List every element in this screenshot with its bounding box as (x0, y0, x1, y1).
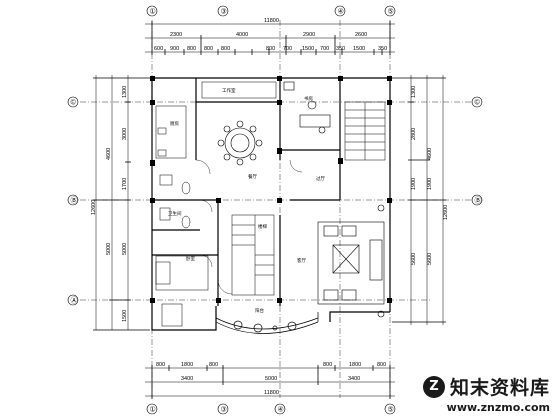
axis-label-3-bottom: ③ (221, 406, 227, 414)
bottom-dim-r1-2: 3400 (348, 376, 360, 382)
top-dim-r2-3: 800 (204, 46, 213, 52)
axis-label-c-right: © (475, 99, 481, 107)
room-label-hall: 过厅 (316, 175, 325, 182)
top-dim-r2-4: 800 (221, 46, 230, 52)
watermark: Z 知末资料库 www.znzmo.com (400, 373, 550, 414)
room-label-living: 客厅 (297, 257, 306, 264)
door-swings (195, 159, 303, 295)
bottom-dim-r2-5: 800 (377, 362, 386, 368)
right-dimensions (392, 75, 446, 325)
room-label-kitchen: 厨房 (170, 120, 179, 127)
right-dim-total: 12600 (443, 205, 449, 220)
axis-label-4-top: ④ (338, 8, 344, 16)
top-dim-r2-7: 1500 (302, 46, 314, 52)
right-dim-r2-1: 2800 (411, 128, 417, 140)
top-dim-r1-0: 2300 (170, 32, 182, 38)
top-dim-r1-3: 2600 (355, 32, 367, 38)
bottom-dim-r1-0: 3400 (181, 376, 193, 382)
watermark-brand: 知末资料库 (449, 377, 550, 399)
axis-bubbles (67, 5, 483, 415)
right-dim-r2-2: 1900 (411, 178, 417, 190)
axis-label-1-bottom: ① (150, 406, 156, 414)
top-dimension-text: 11800 2300 4000 2900 2600 600 900 800 80… (154, 18, 387, 52)
top-dim-r2-0: 600 (154, 46, 163, 52)
walls (151, 77, 391, 331)
top-dim-r2-1: 900 (170, 46, 179, 52)
room-label-balcony: 阳台 (255, 307, 264, 314)
top-dim-r2-5: 800 (266, 46, 275, 52)
axis-label-1-top: ① (150, 8, 156, 16)
study-desk (283, 81, 331, 134)
top-dim-r2-11: 350 (378, 46, 387, 52)
right-dim-r2-0: 1300 (411, 86, 417, 98)
bottom-dimension-text: 800 1800 800 800 1800 800 3400 5000 3400… (156, 362, 386, 396)
bottom-dim-r1-1: 5000 (265, 376, 277, 382)
top-dim-total: 11800 (264, 18, 279, 24)
room-label-bedroom: 卧室 (186, 255, 195, 262)
top-dim-r2-6: 700 (283, 46, 292, 52)
left-dim-r2-2: 1700 (122, 178, 128, 190)
room-labels: 厨房 餐厅 书房 过厅 卫生间 卧室 客厅 楼梯 工作室 阳台 (168, 87, 325, 314)
right-dim-r1-2: 5600 (427, 253, 433, 265)
axis-labels: ① ③ ④ ⑤ ① ③ ④ ⑤ © Ⓑ Ⓐ © Ⓑ (71, 8, 482, 414)
axis-label-4-bottom: ④ (278, 406, 284, 414)
left-dim-r2-1: 3000 (122, 128, 128, 140)
sofa-set (317, 204, 385, 318)
bottom-dim-r2-1: 1800 (181, 362, 193, 368)
left-dimensions (93, 75, 150, 331)
top-dim-r2-8: 700 (320, 46, 329, 52)
top-dim-r1-2: 2900 (303, 32, 315, 38)
axis-label-c-left: © (71, 99, 77, 107)
axis-label-b-left: Ⓑ (71, 197, 78, 205)
right-dim-r1-0: 4600 (427, 148, 433, 160)
top-dim-r2-10: 1500 (353, 46, 365, 52)
watermark-url: www.znzmo.com (446, 401, 550, 414)
axis-label-b-right: Ⓑ (475, 197, 482, 205)
room-label-study: 书房 (304, 95, 313, 102)
bottom-dim-r2-2: 800 (209, 362, 218, 368)
structural-columns (150, 76, 392, 303)
top-dim-r1-1: 4000 (236, 32, 248, 38)
right-dim-r1-1: 1900 (427, 178, 433, 190)
top-dim-r2-2: 800 (187, 46, 196, 52)
left-dim-total: 12600 (91, 200, 97, 215)
room-label-dining: 餐厅 (248, 173, 257, 180)
axis-label-a-left: Ⓐ (71, 297, 78, 305)
top-dimensions (145, 21, 395, 55)
bottom-dim-total: 11800 (264, 390, 279, 396)
staircase (231, 101, 386, 296)
axis-label-3-top: ③ (221, 8, 227, 16)
watermark-logo: Z (422, 375, 445, 398)
left-dim-r2-4: 1500 (122, 310, 128, 322)
top-dim-r2-9: 350 (336, 46, 345, 52)
room-label-bathroom: 卫生间 (168, 210, 182, 217)
left-dim-r1-0: 4600 (106, 148, 112, 160)
dining-table (217, 120, 263, 166)
bottom-dim-r2-3: 800 (323, 362, 332, 368)
axis-label-5-top: ⑤ (388, 8, 394, 16)
axis-label-5-bottom: ⑤ (388, 406, 394, 414)
left-dimension-text: 12600 4600 5000 1300 3000 1700 5000 1500 (91, 86, 128, 322)
left-dim-r1-1: 5000 (106, 243, 112, 255)
left-dim-r2-0: 1300 (122, 86, 128, 98)
bottom-dim-r2-0: 800 (156, 362, 165, 368)
bottom-dimensions (145, 365, 395, 399)
left-dim-r2-3: 5000 (122, 243, 128, 255)
right-dimension-text: 1300 2800 1900 5600 4600 1900 5600 12600 (411, 86, 449, 265)
room-label-workroom: 工作室 (222, 87, 236, 94)
fixtures (155, 81, 277, 327)
bottom-dim-r2-4: 1800 (349, 362, 361, 368)
bay-window (215, 306, 319, 334)
room-label-stair: 楼梯 (258, 223, 267, 230)
right-dim-r2-3: 5600 (411, 253, 417, 265)
